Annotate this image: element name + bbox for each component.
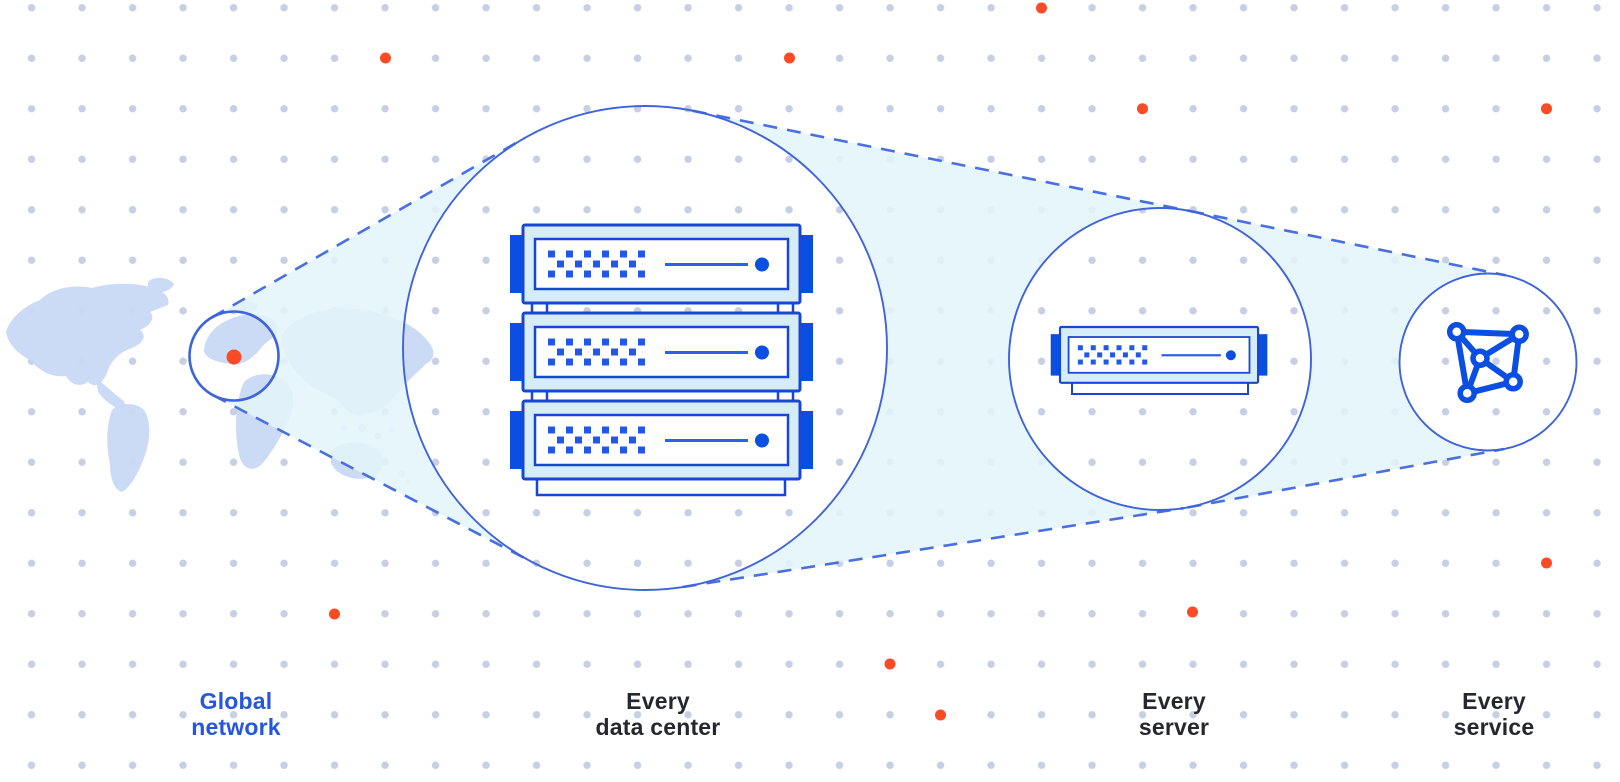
service-circle xyxy=(1398,272,1578,452)
server-icon xyxy=(1049,325,1269,395)
accent-dot xyxy=(380,52,391,64)
data-center-circle xyxy=(402,105,888,591)
accent-dots-layer xyxy=(329,2,1552,721)
label-every-server: Every server xyxy=(1139,688,1209,740)
accent-dot xyxy=(1541,103,1552,115)
zoom-circles xyxy=(188,105,1578,591)
label-line: data center xyxy=(595,714,721,740)
rack-unit-2 xyxy=(508,311,815,393)
central-america xyxy=(96,378,126,410)
accent-dot xyxy=(884,658,896,670)
rack-unit-3 xyxy=(508,399,815,481)
accent-dot xyxy=(1137,103,1148,115)
continent-south-america xyxy=(107,404,150,492)
location-pin-dot-icon xyxy=(226,349,242,365)
accent-dot xyxy=(1541,557,1552,569)
server-circle xyxy=(1008,207,1312,511)
zoom-dashed-line xyxy=(211,136,526,319)
accent-dot xyxy=(329,608,340,620)
global-network-circle xyxy=(188,310,280,402)
mesh-network-icon xyxy=(1446,322,1529,404)
label-line: Every xyxy=(626,688,690,714)
label-line: network xyxy=(191,714,281,740)
zoom-dashed-line xyxy=(1187,447,1505,509)
zoom-dashed-line xyxy=(1189,209,1506,277)
mesh-nodes xyxy=(1446,322,1529,404)
label-line: Global xyxy=(199,688,273,714)
zoom-cone-3 xyxy=(1187,211,1506,508)
server-rack-icon xyxy=(508,223,815,497)
zoom-cone-2 xyxy=(682,110,1190,588)
accent-dot xyxy=(1036,2,1047,14)
label-line: Every xyxy=(1462,688,1526,714)
accent-dot xyxy=(1187,606,1198,618)
label-every-service: Every service xyxy=(1454,688,1535,740)
rack-base-plate xyxy=(535,477,787,497)
label-line: Every xyxy=(1142,688,1206,714)
continent-europe xyxy=(204,314,278,365)
zoom-dashed-line xyxy=(682,506,1184,589)
zoom-cones xyxy=(211,110,1506,588)
server-base-plate xyxy=(1071,381,1249,395)
accent-dot xyxy=(935,709,946,721)
rack-unit-1 xyxy=(508,223,815,305)
zoom-cone-1 xyxy=(211,138,533,563)
label-line: server xyxy=(1138,714,1210,740)
label-line: service xyxy=(1453,714,1535,740)
zoom-dashed-line xyxy=(692,109,1191,213)
label-global-network: Global network xyxy=(191,688,281,740)
accent-dot xyxy=(784,52,795,64)
continent-north-america xyxy=(6,283,169,386)
label-every-data-center: Every data center xyxy=(596,688,721,740)
greenland xyxy=(147,277,174,293)
zoom-dashed-line xyxy=(212,394,534,564)
edge-server-unit xyxy=(1049,325,1269,384)
zoom-dashed-lines xyxy=(211,109,1506,589)
